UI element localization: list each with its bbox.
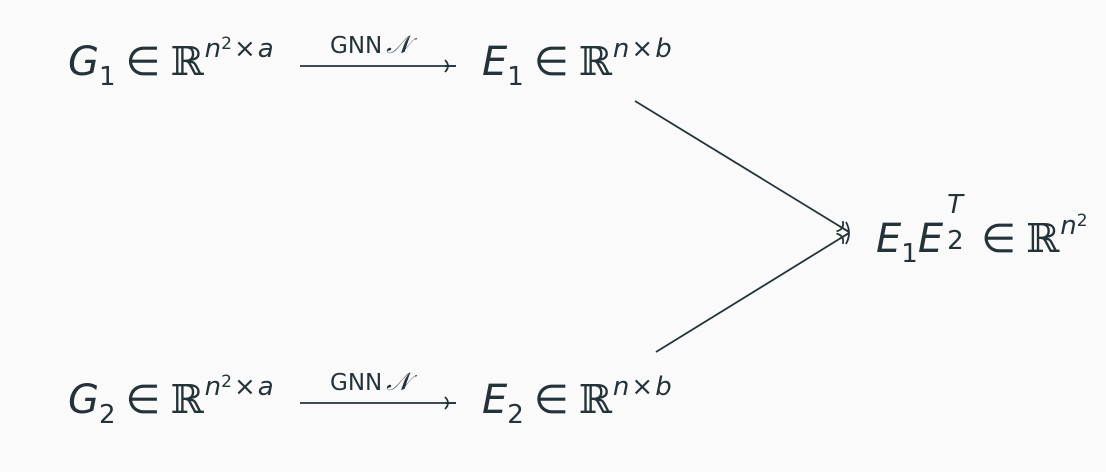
g1-node: G1 ∈ℝn2×a xyxy=(68,36,274,91)
product-field: ℝ xyxy=(1025,216,1060,262)
e2-node: E2 ∈ℝn×b xyxy=(482,374,672,428)
g1-subscript: 1 xyxy=(99,62,116,92)
g1-exponent: n2×a xyxy=(205,34,274,64)
e2-exp-times: × xyxy=(631,372,654,402)
product-factor2-base: E xyxy=(917,216,944,262)
e2-base: E xyxy=(482,377,508,423)
g2-node: G2∈ℝn2×a xyxy=(68,374,274,429)
e1-member-symbol: ∈ xyxy=(533,39,569,85)
product-factor2-subscript: 2 xyxy=(947,226,964,256)
e2-member-symbol: ∈ xyxy=(533,377,569,423)
g1-field: ℝ xyxy=(170,39,204,85)
bottom-arrow-label-text: GNN xyxy=(330,370,383,396)
g2-exp-times: × xyxy=(233,372,256,402)
e2-to-product-arrow xyxy=(655,232,850,353)
e1-to-product-arrow xyxy=(634,100,850,233)
product-exp-pow: 2 xyxy=(1076,211,1088,231)
g2-exp-tail: a xyxy=(257,372,274,402)
product-exp-var: n xyxy=(1060,211,1077,241)
e2-exp-var: n xyxy=(612,372,630,402)
g1-exp-var: n xyxy=(204,34,222,64)
g2-exp-var: n xyxy=(204,372,222,402)
product-member-symbol: ∈ xyxy=(981,216,1016,262)
g1-exp-pow: 2 xyxy=(221,34,232,54)
product-exponent: n2 xyxy=(1060,211,1087,241)
e1-base: E xyxy=(482,39,508,85)
e1-field: ℝ xyxy=(578,39,612,85)
bottom-arrow-label-symbol: 𝒩 xyxy=(386,367,411,396)
e2-exponent: n×b xyxy=(613,372,672,402)
product-factor2-transpose: T xyxy=(947,190,963,220)
g1-exp-tail: a xyxy=(257,34,274,64)
g2-subscript: 2 xyxy=(99,400,116,430)
top-arrow-label-text: GNN xyxy=(330,33,383,59)
product-factor1-base: E xyxy=(876,216,902,262)
g2-exponent: n2×a xyxy=(205,372,274,402)
e1-exp-var: n xyxy=(612,34,630,64)
g1-exp-times: × xyxy=(233,34,256,64)
e1-exponent: n×b xyxy=(613,34,672,64)
product-arrow-tail-mark xyxy=(845,221,850,245)
e2-field: ℝ xyxy=(578,377,612,423)
top-arrow-label-symbol: 𝒩 xyxy=(386,30,411,59)
e1-subscript: 1 xyxy=(507,62,524,92)
g2-exp-pow: 2 xyxy=(221,372,232,392)
g2-member-symbol: ∈ xyxy=(125,377,161,423)
e1-node: E1 ∈ℝn×b xyxy=(482,36,672,90)
g1-member-symbol: ∈ xyxy=(125,39,161,85)
g2-field: ℝ xyxy=(170,377,204,423)
e2-subscript: 2 xyxy=(507,400,524,430)
product-factor1-subscript: 1 xyxy=(901,239,918,269)
e1-exp-times: × xyxy=(631,34,654,64)
g2-base: G xyxy=(68,377,99,423)
g1-base: G xyxy=(68,39,99,85)
e1-exp-tail: b xyxy=(655,34,672,64)
e2-exp-tail: b xyxy=(655,372,672,402)
